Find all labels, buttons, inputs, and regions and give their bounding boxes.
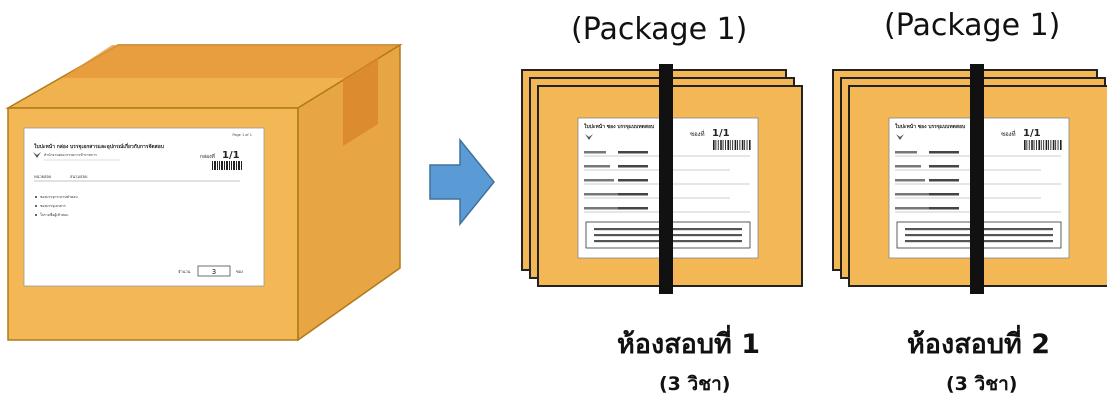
barcode-bar <box>1036 140 1037 150</box>
emblem-icon <box>896 134 904 140</box>
barcode-bar <box>739 140 741 150</box>
box-label-title: ใบปะหน้า กล่อง บรรจุเอกสารและอุปกรณ์เกี่… <box>34 142 164 150</box>
package-label-no-label: ซองที่ <box>1001 130 1016 138</box>
form-text-stub <box>895 207 933 210</box>
box-label-unit-label: หน่วยสอบ <box>34 174 52 179</box>
barcode-bar <box>729 140 731 150</box>
barcode-bar <box>1043 140 1045 150</box>
emblem-icon <box>585 134 593 140</box>
barcode-bar <box>1028 140 1030 150</box>
barcode-bar <box>1026 140 1028 150</box>
form-text-stub <box>618 165 648 168</box>
box-label: Page 1 of 1 ใบปะหน้า กล่อง บรรจุเอกสารแล… <box>23 127 265 287</box>
barcode-bar <box>1060 140 1062 150</box>
form-text-stub <box>895 151 917 154</box>
box-tape <box>62 45 400 78</box>
form-text-stub <box>929 151 959 154</box>
form-text-stub <box>929 207 959 210</box>
box-label-boxno-value: 1/1 <box>222 150 240 161</box>
form-text-stub <box>618 151 648 154</box>
barcode-bar <box>1040 140 1042 150</box>
form-text-stub <box>584 207 622 210</box>
box-label-count-label: จำนวน <box>178 269 191 274</box>
form-text-stub <box>895 165 921 168</box>
barcode-bar <box>1033 140 1035 150</box>
barcode-bar <box>1052 140 1055 150</box>
barcode-bar <box>734 140 737 150</box>
barcode-bar <box>1038 140 1040 150</box>
barcode-bar <box>725 140 726 150</box>
barcode-bar <box>715 140 717 150</box>
barcode-bar <box>720 140 722 150</box>
barcode-bar <box>722 140 724 150</box>
box-barcode <box>212 161 242 170</box>
form-text-stub <box>929 179 959 182</box>
box-label-count-value: 3 <box>212 268 216 276</box>
barcode-bar <box>1050 140 1052 150</box>
barcode-bar <box>1024 140 1026 150</box>
box-label-count-box <box>197 265 231 277</box>
barcode-bar <box>1057 140 1059 150</box>
emblem-icon <box>33 152 41 158</box>
form-text-stub <box>584 165 610 168</box>
barcode-bar <box>1045 140 1048 150</box>
cardboard-box: Page 1 of 1 ใบปะหน้า กล่อง บรรจุเอกสารแล… <box>5 43 403 342</box>
form-text-stub <box>584 151 606 154</box>
package-title: (Package 1) <box>571 12 748 47</box>
box-label-boxno-label: กล่องที่ <box>200 153 215 160</box>
barcode-bar <box>749 140 751 150</box>
form-text-stub <box>618 207 648 210</box>
box-label-item: ซองบรรจุกระดาษคำตอบ <box>40 195 78 200</box>
box-label-unit-value: สนามสอบ <box>70 174 88 179</box>
form-text-stub <box>618 179 648 182</box>
form-text-stub <box>584 179 614 182</box>
barcode-bar <box>717 140 719 150</box>
box-label-page: Page 1 of 1 <box>232 133 252 137</box>
box-label-item: ใบรายชื่อผู้เข้าสอบ <box>40 212 68 217</box>
barcode-bar <box>737 140 738 150</box>
room-subjects: (3 วิชา) <box>659 373 731 395</box>
box-label-item: ซองบรรจุเอกสาร <box>40 204 66 209</box>
form-text-stub <box>929 193 959 196</box>
room-subjects: (3 วิชา) <box>946 373 1018 395</box>
barcode-bar <box>741 140 744 150</box>
barcode-bar <box>732 140 734 150</box>
room-label: ห้องสอบที่ 1 <box>617 329 761 360</box>
barcode-bar <box>746 140 748 150</box>
package-label-header: ใบปะหน้า ซอง บรรจุแบบทดสอบ <box>895 123 965 130</box>
barcode-bar <box>1031 140 1033 150</box>
form-text-stub <box>895 193 929 196</box>
form-text-stub <box>584 193 618 196</box>
barcode-bar <box>713 140 715 150</box>
room-label: ห้องสอบที่ 2 <box>907 329 1051 360</box>
barcode-bar <box>744 140 746 150</box>
package-strap <box>970 64 984 294</box>
box-label-count-unit: ซอง <box>236 269 243 274</box>
package-label-no-label: ซองที่ <box>690 130 705 138</box>
package-label-no-value: 1/1 <box>1023 128 1041 139</box>
package-strap <box>659 64 673 294</box>
package-label-no-value: 1/1 <box>712 128 730 139</box>
box-side-tape <box>343 58 378 146</box>
form-text-stub <box>618 193 648 196</box>
barcode-bar <box>1048 140 1049 150</box>
arrow-right-icon <box>429 137 495 227</box>
barcode-bar <box>1055 140 1057 150</box>
form-text-stub <box>929 165 959 168</box>
package-title: (Package 1) <box>884 8 1061 43</box>
barcode-bar <box>727 140 729 150</box>
form-text-stub <box>895 179 925 182</box>
package-label-header: ใบปะหน้า ซอง บรรจุแบบทดสอบ <box>584 123 654 130</box>
box-label-agency: สำนักงานคณะกรรมการข้าราชการ <box>44 153 97 157</box>
